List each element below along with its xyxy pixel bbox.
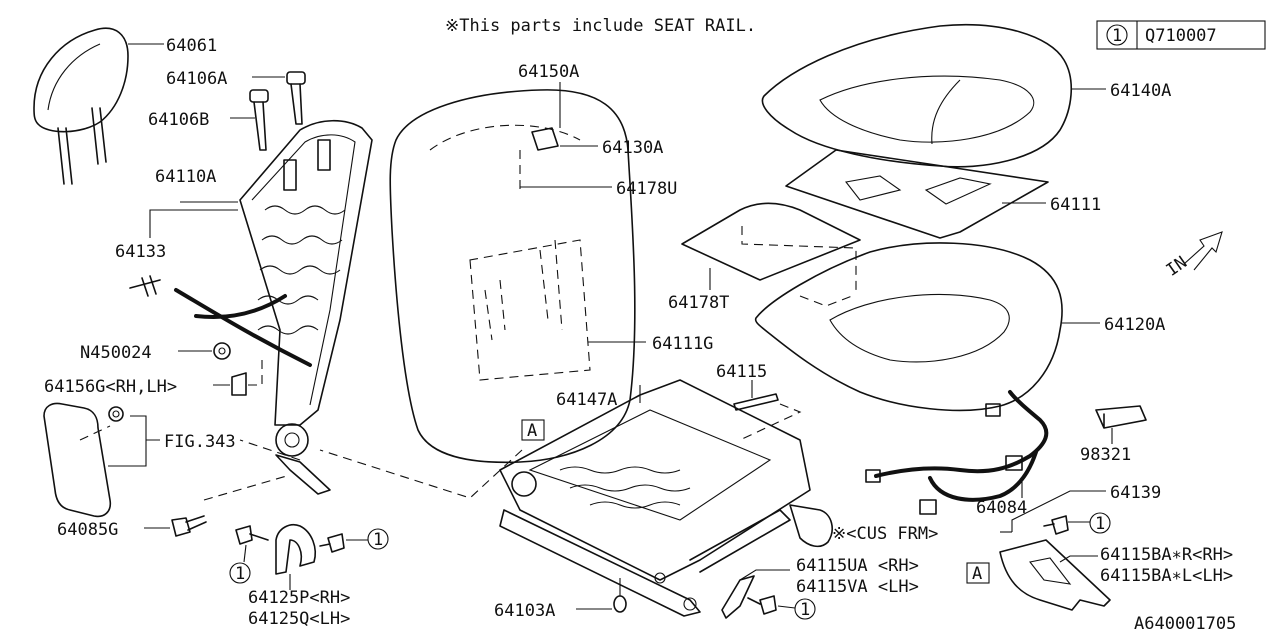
circle-marker-1b: 1 [373, 530, 383, 550]
headrest-guide-a [286, 71, 306, 125]
clip-64133 [129, 275, 161, 297]
cushion-cover-64140A [761, 23, 1073, 168]
label-64111: 64111 [1050, 195, 1101, 215]
front-direction-arrow-icon: IN [1163, 231, 1223, 281]
circle-marker-1a: 1 [235, 564, 245, 584]
label-64125Q: 64125Q<LH> [248, 609, 350, 629]
label-64133: 64133 [115, 242, 166, 262]
label-FIG343: FIG.343 [164, 432, 236, 452]
label-64115: 64115 [716, 362, 767, 382]
seat-back-pad [389, 89, 636, 464]
label-64156G: 64156G<RH,LH> [44, 377, 177, 397]
pad-sheet-64111 [785, 149, 1049, 239]
label-64147A: 64147A [556, 390, 617, 410]
label-64130A: 64130A [602, 138, 663, 158]
sheet-64178T [681, 202, 861, 290]
circle-marker-1c: 1 [800, 600, 810, 620]
clip-64115 [733, 393, 779, 411]
label-N450024: N450024 [80, 343, 152, 363]
label-64085G: 64085G [57, 520, 118, 540]
box-marker-a-right-text: A [972, 564, 982, 584]
circle-marker-icon [229, 562, 251, 584]
side-cover-fig343 [43, 402, 124, 518]
recliner-cover-64125 [235, 524, 345, 575]
label-98321: 98321 [1080, 445, 1131, 465]
headrest-guide-b [249, 89, 269, 151]
clip-64156G [231, 372, 247, 396]
circle-marker-icon [367, 528, 389, 550]
bracket-64115BA [999, 539, 1111, 611]
box-marker-a-center [521, 419, 545, 441]
label-64106A: 64106A [166, 69, 227, 89]
label-64115BAR: 64115BA∗R<RH> [1100, 545, 1233, 565]
box-marker-a-center-text: A [527, 421, 537, 441]
bolt-64085G [171, 515, 207, 537]
label-64120A: 64120A [1104, 315, 1165, 335]
box-marker-a-right [966, 562, 990, 584]
label-cus-frm: ※<CUS FRM> [832, 524, 938, 544]
nut-N450024 [213, 342, 231, 360]
label-64125P: 64125P<RH> [248, 588, 350, 608]
circle-marker-icon [794, 598, 816, 620]
cushion-pad-64120A [754, 242, 1063, 412]
seat-rail-note: ※This parts include SEAT RAIL. [445, 16, 756, 36]
diagram-id: A640001705 [1134, 614, 1236, 634]
circle-marker-1d: 1 [1095, 514, 1105, 534]
label-64106B: 64106B [148, 110, 209, 130]
label-64178T: 64178T [668, 293, 729, 313]
label-64140A: 64140A [1110, 81, 1171, 101]
circle-marker-icon [1089, 512, 1111, 534]
label-64103A: 64103A [494, 601, 555, 621]
clip-64103A [613, 595, 627, 613]
bolt-1-right [1043, 515, 1069, 535]
legend-code: Q710007 [1145, 26, 1217, 46]
label-64150A: 64150A [518, 62, 579, 82]
headrest-part [33, 27, 129, 185]
wire-harness-64084 [865, 390, 1147, 515]
label-64061: 64061 [166, 36, 217, 56]
label-64139: 64139 [1110, 483, 1161, 503]
legend-box: 1 Q710007 [1096, 20, 1266, 50]
label-64115VA: 64115VA <LH> [796, 577, 919, 597]
label-64115BAL: 64115BA∗L<LH> [1100, 566, 1233, 586]
label-64084: 64084 [976, 498, 1027, 518]
label-64111G: 64111G [652, 334, 713, 354]
label-64115UA: 64115UA <RH> [796, 556, 919, 576]
seat-cushion-frame [499, 379, 833, 617]
direction-label: IN [1163, 253, 1191, 281]
seat-back-frame [239, 119, 373, 495]
legend-symbol: 1 [1112, 26, 1122, 46]
rail-cover-64115UA [721, 575, 777, 619]
label-64178U: 64178U [616, 179, 677, 199]
label-64110A: 64110A [155, 167, 216, 187]
legend-circle-icon [1106, 24, 1128, 46]
